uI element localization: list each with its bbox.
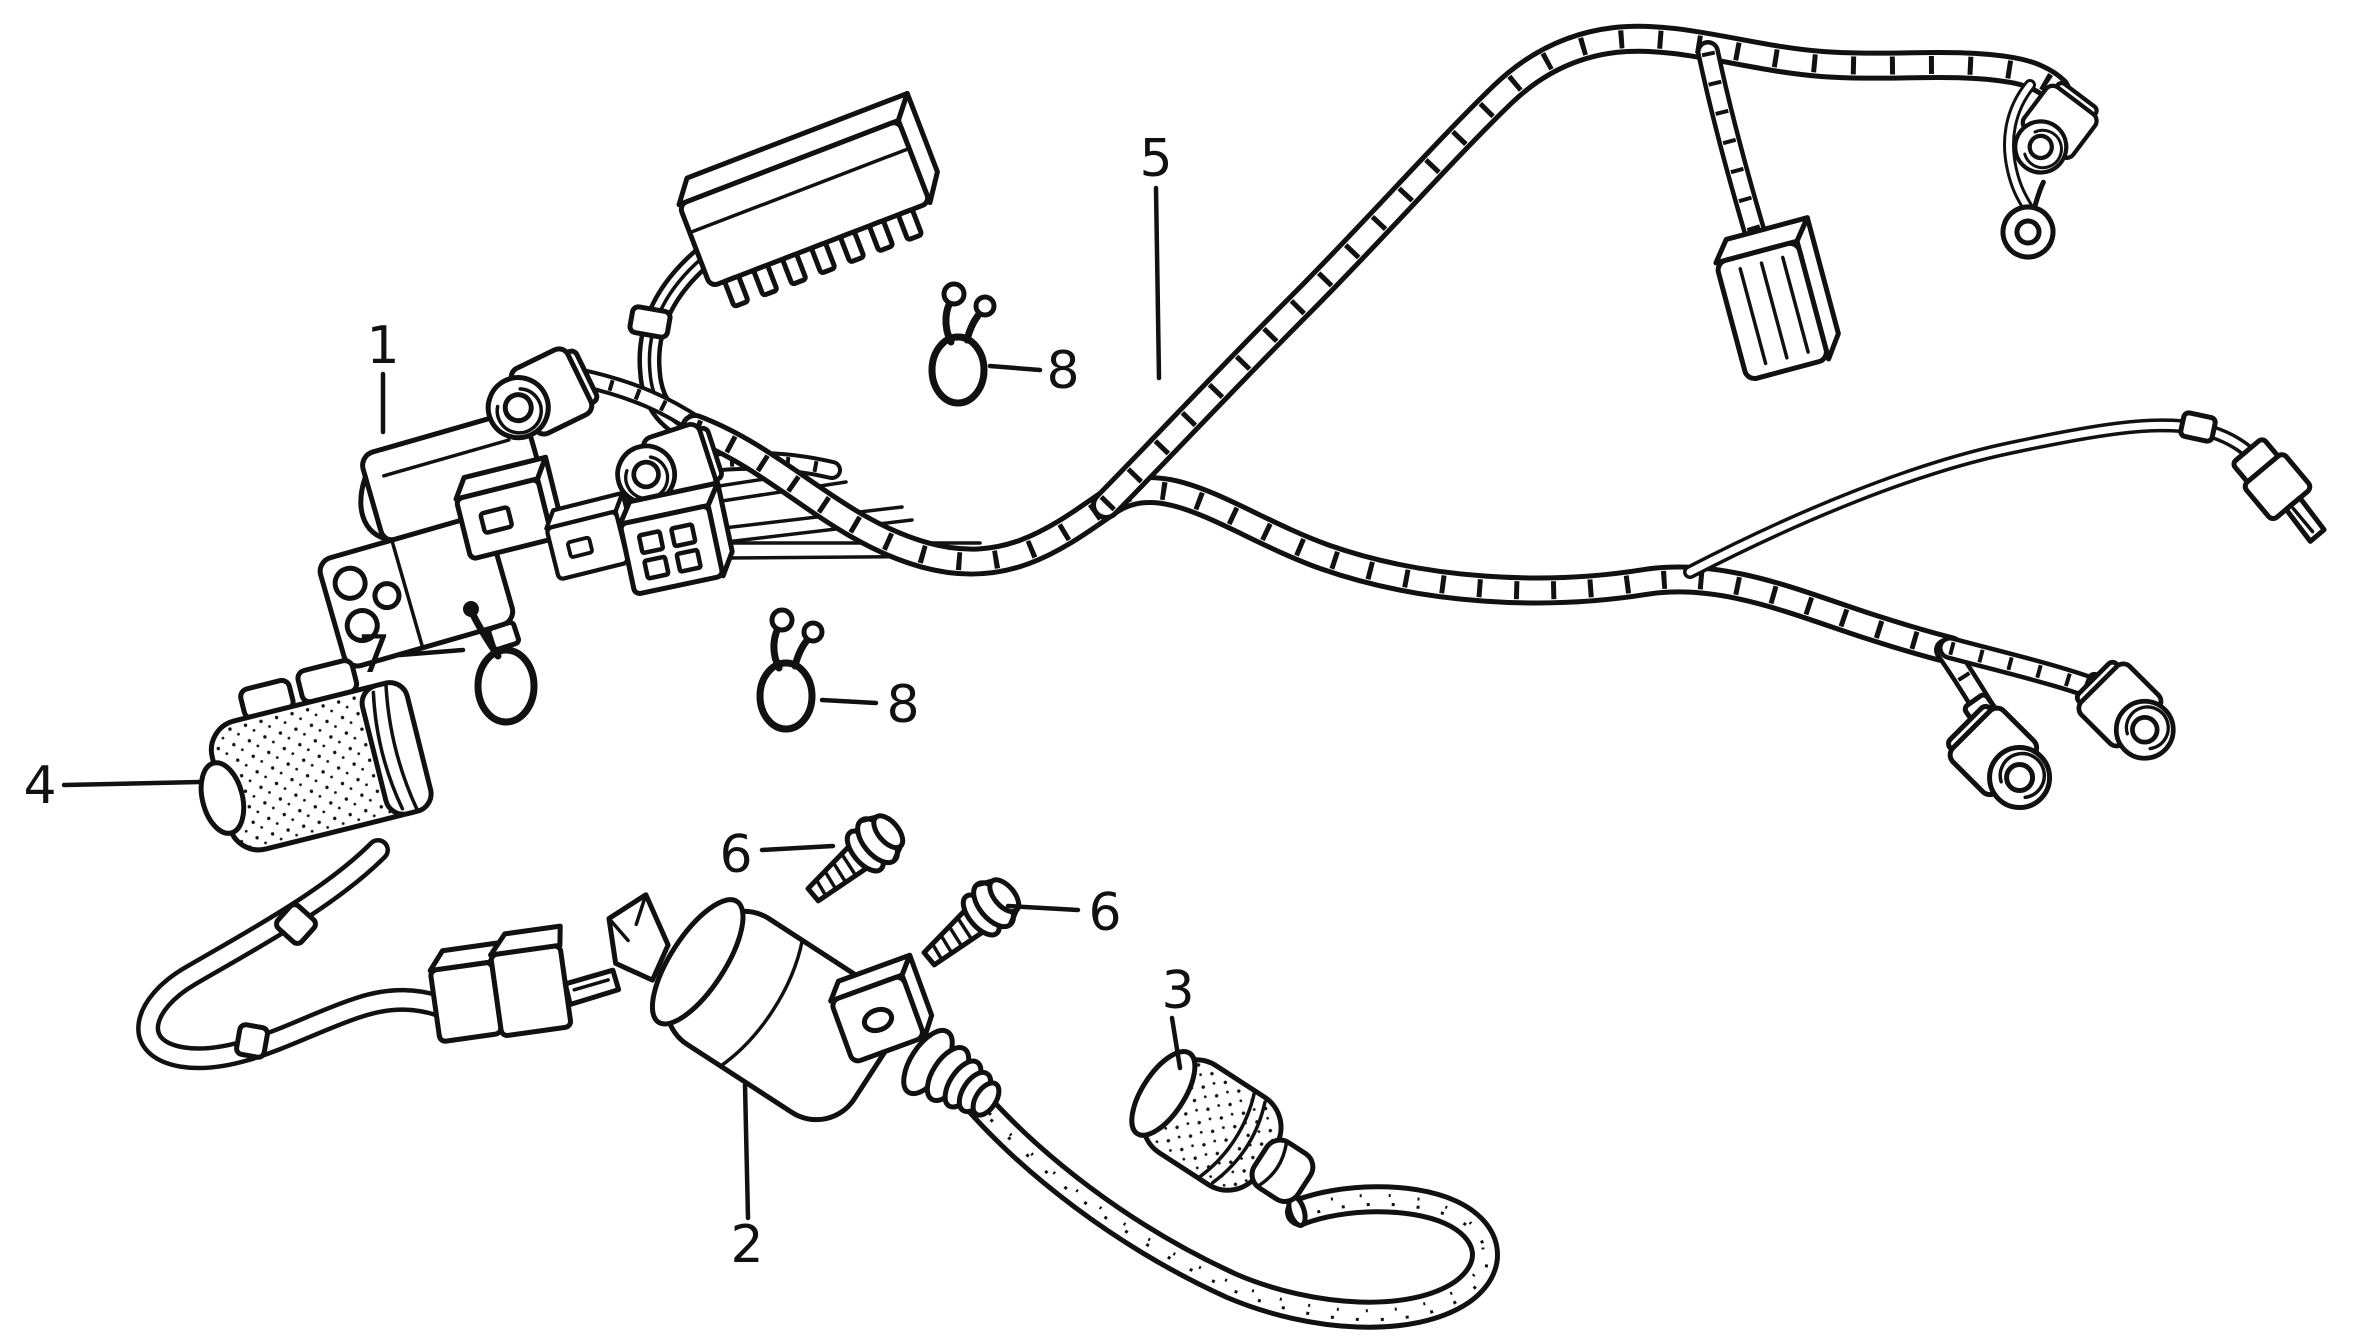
fuse-box-wire-bundle [627, 258, 702, 432]
solenoid-body [606, 892, 897, 1123]
callout-6a-leader [759, 843, 836, 853]
callout-8a-label: 8 [1046, 341, 1079, 401]
callout-4-leader [61, 779, 203, 788]
wire-clip-8-upper [932, 284, 994, 403]
round-connector-right-b [2070, 655, 2190, 775]
callout-6b-label: 6 [1088, 883, 1121, 943]
harness-top-right-drops [1997, 77, 2104, 260]
tape-band [627, 304, 673, 340]
wire-clip-7 [463, 601, 538, 726]
relay-part [148, 658, 622, 1060]
fuse-box [676, 90, 940, 309]
callout-2-label: 2 [730, 1215, 763, 1275]
solenoid-terminal [828, 952, 935, 1064]
flange-bolt-1 [796, 805, 912, 914]
callout-5-label: 5 [1139, 129, 1172, 189]
relay-body [198, 658, 434, 853]
wire-clip-8-lower [760, 610, 822, 729]
rect-connector-a [453, 454, 563, 561]
callout-8b-leader [819, 697, 879, 706]
callout-4-label: 4 [23, 756, 56, 816]
fuse-box-terminals [722, 207, 924, 309]
rubber-cap [1129, 1049, 1316, 1204]
spade-plug-connector [2231, 437, 2327, 544]
ring-terminal [2000, 179, 2056, 260]
round-connector-right-a [1940, 698, 2066, 824]
callout-1-label: 1 [366, 316, 399, 376]
solenoid-boot [901, 1027, 1002, 1118]
callout-5-leader [1153, 185, 1162, 381]
rect-connector-4pin [617, 480, 735, 596]
tape-band [234, 1022, 270, 1060]
callouts: 1 2 3 4 5 6 6 7 8 8 [23, 129, 1194, 1275]
callout-6b-leader [1005, 903, 1081, 913]
callout-8b-label: 8 [886, 675, 919, 735]
tape-band [2178, 410, 2218, 444]
relay-connector [427, 923, 622, 1044]
big-connector [1713, 215, 1841, 382]
callout-7-label: 7 [357, 625, 390, 685]
tape-band [274, 902, 318, 946]
callout-3-leader [1169, 1015, 1183, 1071]
callout-3-label: 3 [1161, 961, 1194, 1021]
solenoid-part [606, 892, 1487, 1320]
callout-7-leader [397, 647, 466, 658]
callout-8a-leader [987, 363, 1043, 373]
callout-6a-label: 6 [719, 825, 752, 885]
callout-2-leader [742, 1082, 751, 1221]
rect-connector-b [544, 490, 638, 581]
flange-bolt-2 [912, 869, 1028, 978]
